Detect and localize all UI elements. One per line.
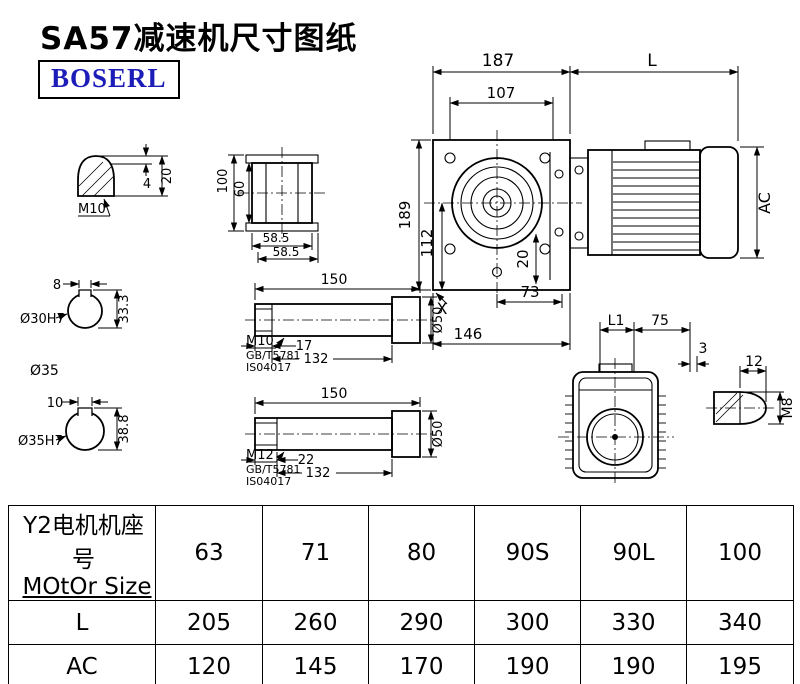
dim-33-3: 33.3: [117, 295, 132, 324]
dim-150-shaft2: 150: [321, 386, 348, 402]
label-d35: Ø35: [30, 363, 59, 379]
label-d35h7: Ø35H7: [18, 434, 63, 449]
size-cell: 80: [368, 505, 475, 601]
dim-20: 20: [514, 249, 532, 268]
dim-L1: L1: [608, 313, 625, 329]
label-iso-shaft1: IS04017: [246, 361, 291, 374]
size-cell: 90S: [474, 505, 581, 601]
row-label-cell: AC: [8, 644, 156, 684]
dim-150-shaft1: 150: [321, 272, 348, 288]
dim-60: 60: [233, 181, 248, 198]
size-cell: 90L: [580, 505, 687, 601]
value-cell: 290: [368, 600, 475, 645]
dim-d50-shaft1: Ø50: [431, 307, 446, 334]
dim-112: 112: [418, 229, 436, 258]
value-cell: 340: [686, 600, 794, 645]
bearing-flange-view: 100 60 58.5 58.5: [216, 147, 326, 263]
row-label-cell: L: [8, 600, 156, 645]
label-m10-shaft1: M10: [246, 334, 274, 349]
plug-detail-view: M10 4 20: [77, 144, 175, 217]
gearbox-front-view: [424, 130, 582, 300]
output-shaft-2-drawing: 150 Ø50 22 132 M12 GB/T5781 IS04017: [241, 386, 446, 488]
endview-dimensions: L1 75 3: [599, 313, 709, 372]
dim-22: 22: [298, 453, 315, 468]
dim-L: L: [647, 51, 657, 71]
table-row-L: L 205 260 290 300 330 340: [8, 600, 794, 645]
main-dimensions: 187 L 107 189 112 20 73 146 X: [396, 51, 774, 350]
motor-size-header-en: MOtOr Size: [22, 574, 152, 600]
value-cell: 195: [686, 644, 794, 684]
dim-8: 8: [53, 278, 61, 293]
motor-size-header-cell: Y2电机机座号 MOtOr Size: [8, 505, 156, 601]
dim-3: 3: [699, 341, 708, 357]
motor-side-view: [569, 140, 739, 259]
dim-M10-plug: M10: [78, 202, 106, 217]
dim-132-shaft1: 132: [304, 352, 329, 367]
dim-75: 75: [651, 313, 669, 329]
label-iso-shaft2: IS04017: [246, 475, 291, 488]
value-cell: 170: [368, 644, 475, 684]
label-d30h7: Ø30H7: [20, 312, 65, 327]
size-cell: 71: [262, 505, 369, 601]
dim-M8: M8: [780, 398, 796, 419]
x-marker: X: [437, 299, 448, 318]
size-cell: 63: [155, 505, 263, 601]
table-row-motor-size: Y2电机机座号 MOtOr Size 63 71 80 90S 90L 100: [8, 505, 794, 601]
value-cell: 145: [262, 644, 369, 684]
dim-10: 10: [47, 396, 64, 411]
dim-12: 12: [745, 354, 763, 370]
dim-58-5-b: 58.5: [273, 245, 300, 259]
dim-146: 146: [454, 325, 483, 343]
label-gb-shaft1: GB/T5781: [246, 349, 301, 362]
dim-d50-shaft2: Ø50: [431, 421, 446, 448]
output-shaft-1-drawing: 150 Ø50 17 132 M10 GB/T5781 IS04017: [241, 272, 446, 374]
dim-187: 187: [482, 51, 514, 71]
dim-189: 189: [396, 201, 414, 230]
endview-fins: [565, 395, 666, 469]
value-cell: 300: [474, 600, 581, 645]
value-cell: 330: [580, 600, 687, 645]
dim-100: 100: [216, 169, 231, 194]
dim-132-shaft2: 132: [306, 466, 331, 481]
motor-end-view: [558, 358, 674, 486]
input-bore-35-view: 10 38.8 Ø35H7: [18, 396, 132, 451]
value-cell: 190: [474, 644, 581, 684]
dim-17: 17: [296, 339, 313, 354]
motor-size-header-cn: Y2电机机座号: [23, 513, 144, 573]
dim-20-plug: 20: [160, 168, 175, 185]
label-gb-shaft2: GB/T5781: [246, 463, 301, 476]
motor-shaft-end-detail: 12 M8: [706, 354, 796, 425]
size-cell: 100: [686, 505, 794, 601]
value-cell: 260: [262, 600, 369, 645]
dim-38-8: 38.8: [117, 415, 132, 444]
motor-fins: [613, 161, 699, 251]
brand-logo: BOSERL: [38, 60, 180, 99]
value-cell: 190: [580, 644, 687, 684]
value-cell: 120: [155, 644, 263, 684]
dim-58-5-a: 58.5: [263, 231, 290, 245]
dim-73: 73: [520, 283, 539, 301]
dim-107: 107: [487, 84, 516, 102]
dim-AC: AC: [755, 192, 774, 214]
value-cell: 205: [155, 600, 263, 645]
page-title: SA57减速机尺寸图纸: [40, 21, 358, 57]
label-m12-shaft2: M12: [246, 448, 274, 463]
dimension-table: Y2电机机座号 MOtOr Size 63 71 80 90S 90L 100 …: [8, 505, 794, 684]
input-bore-30-view: 8 33.3 Ø30H7: [20, 278, 132, 329]
table-row-AC: AC 120 145 170 190 190 195: [8, 644, 794, 684]
dim-4: 4: [143, 177, 151, 192]
